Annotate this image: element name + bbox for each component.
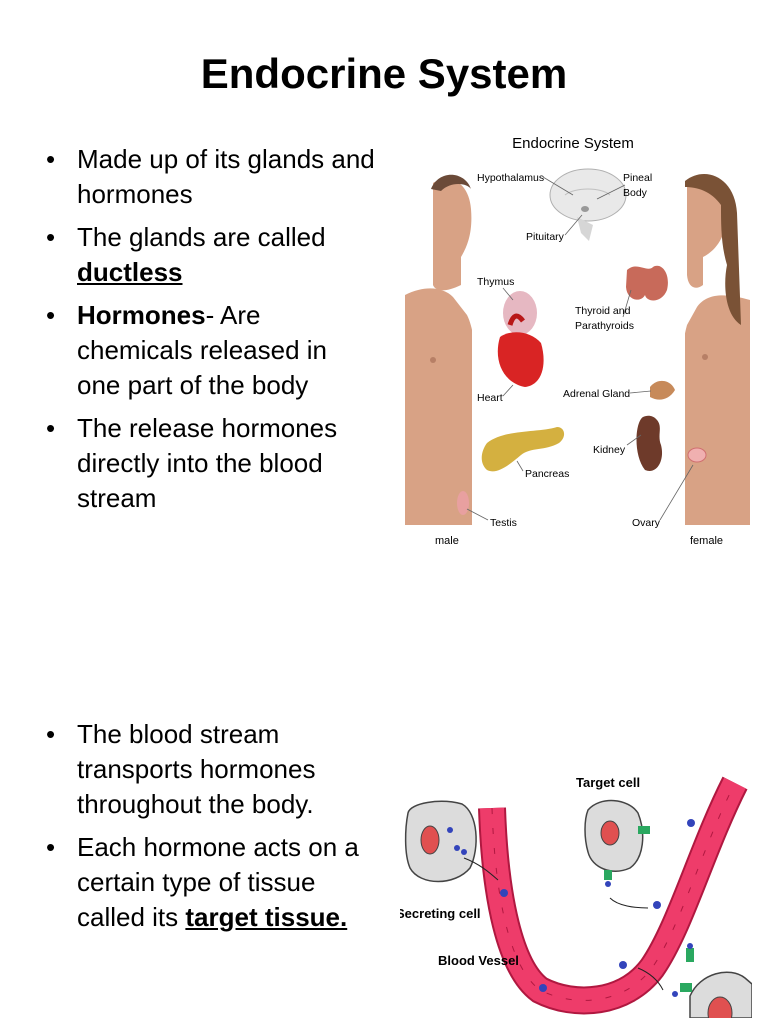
bullet-item: • The release hormones directly into the… [42, 411, 377, 516]
label-kidney: Kidney [593, 444, 626, 456]
thyroid-illustration [626, 265, 668, 301]
heart-illustration [497, 332, 544, 387]
label-blood-vessel: Blood Vessel [438, 953, 519, 968]
secreting-cell [404, 800, 477, 883]
label-male: male [435, 535, 459, 547]
label-thymus: Thymus [477, 276, 514, 288]
male-body-illustration [405, 174, 476, 525]
bullet-list-2: • The blood stream transports hormones t… [42, 717, 382, 943]
target-cell [584, 799, 650, 887]
term-ductless: ductless [77, 257, 183, 287]
bullet-text: - Are chemicals released in one part of … [77, 300, 328, 400]
thymus-illustration [503, 291, 537, 335]
adrenal-gland-illustration [650, 380, 675, 400]
bullet-item: • The blood stream transports hormones t… [42, 717, 382, 822]
label-thyroid: Thyroid and [575, 305, 631, 317]
bullet-list-1: • Made up of its glands and hormones • T… [42, 142, 377, 524]
bullet-text: The release hormones directly into the b… [77, 413, 338, 513]
label-heart: Heart [477, 392, 503, 404]
bullet-item: • The glands are called ductless [42, 220, 377, 290]
bullet-dot: • [46, 719, 56, 749]
bullet-text: The blood stream transports hormones thr… [77, 719, 316, 819]
bullet-text: Each hormone acts on a certain type of t… [77, 832, 359, 932]
label-adrenal-gland: Adrenal Gland [563, 388, 630, 400]
female-body-illustration [681, 174, 750, 525]
label-female: female [690, 535, 723, 547]
kidney-illustration [636, 415, 663, 471]
target-cell [672, 943, 752, 1018]
label-pineal: Pineal [623, 172, 652, 184]
label-ovary: Ovary [632, 517, 661, 529]
bullet-text: The glands are called [77, 222, 326, 252]
figure-title: Endocrine System [512, 135, 634, 152]
endocrine-system-diagram: Endocrine System Hypothalamus Pineal Bod… [405, 135, 750, 547]
bullet-dot: • [46, 222, 56, 252]
term-hormones: Hormones [77, 300, 206, 330]
label-testis: Testis [490, 517, 517, 529]
label-parathyroids: Parathyroids [575, 320, 634, 332]
bullet-item: • Hormones- Are chemicals released in on… [42, 298, 377, 403]
pancreas-illustration [481, 427, 565, 472]
bullet-dot: • [46, 300, 56, 330]
hormone-transport-diagram: Target cell Secreting cell Blood Vessel [400, 775, 752, 1018]
label-pancreas: Pancreas [525, 468, 569, 480]
bullet-dot: • [46, 832, 56, 862]
bullet-item: • Each hormone acts on a certain type of… [42, 830, 382, 935]
pituitary-gland [581, 206, 589, 212]
brain-illustration [549, 168, 627, 222]
slide-title: Endocrine System [200, 50, 568, 97]
label-pineal-body: Body [623, 187, 648, 199]
bullet-text: Made up of its glands and hormones [77, 144, 375, 209]
label-hypothalamus: Hypothalamus [477, 172, 544, 184]
label-pituitary: Pituitary [526, 231, 565, 243]
term-target-tissue: target tissue. [185, 902, 348, 932]
bullet-dot: • [46, 413, 56, 443]
bullet-item: • Made up of its glands and hormones [42, 142, 377, 212]
bullet-dot: • [46, 144, 56, 174]
label-secreting-cell: Secreting cell [400, 906, 481, 921]
label-target-cell: Target cell [576, 775, 640, 790]
